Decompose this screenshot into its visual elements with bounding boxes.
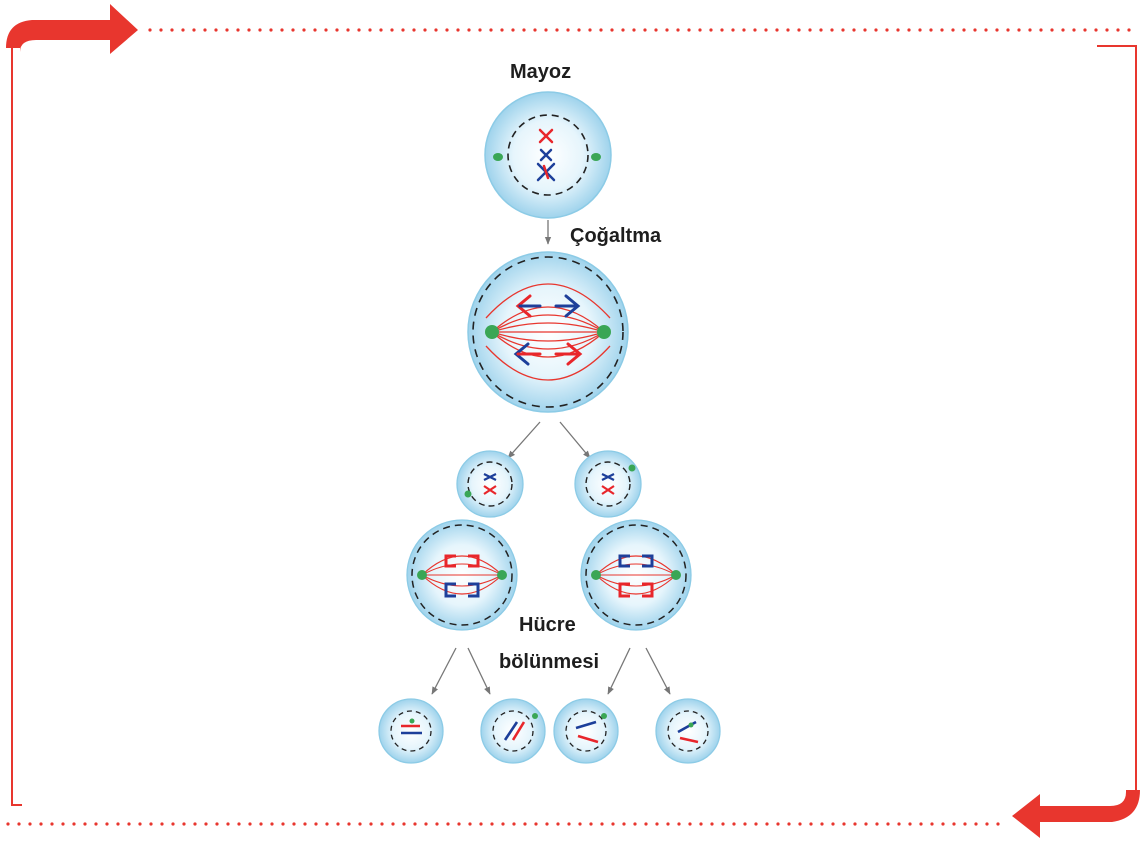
frame <box>6 4 1142 838</box>
gamete-4 <box>655 698 721 764</box>
metaphase-cell <box>467 251 629 413</box>
arrow-gamete-1 <box>431 647 457 695</box>
arrow-gamete-2 <box>467 647 491 695</box>
arrow-to-left-cell <box>507 421 541 459</box>
frame-arrow-left-icon <box>1012 790 1140 838</box>
chromosome-pair <box>536 128 556 182</box>
centrosome-left <box>493 153 503 161</box>
meiosis2-cell-left <box>406 519 518 631</box>
centrosome-right <box>591 153 601 161</box>
gamete-1 <box>378 698 444 764</box>
step-label-replication: Çoğaltma <box>570 225 662 247</box>
step-label-division-line2: bölünmesi <box>499 651 600 673</box>
diagram-title: Mayoz <box>510 61 572 83</box>
arrow-gamete-3 <box>607 647 631 695</box>
daughter-cell-left <box>456 450 524 518</box>
centrosome-left <box>485 325 499 339</box>
spindle-fibers <box>485 283 611 381</box>
frame-left-line <box>11 48 22 806</box>
frame-right-line <box>1097 45 1137 800</box>
frame-arrow-right-icon <box>6 4 138 54</box>
centrosome-right <box>597 325 611 339</box>
arrow-to-right-cell <box>559 421 591 459</box>
gamete-3 <box>553 698 619 764</box>
meiosis2-cell-right <box>580 519 692 631</box>
gamete-2 <box>480 698 546 764</box>
separating-chromosomes <box>513 294 583 366</box>
step-label-division-line1: Hücre <box>519 614 576 636</box>
arrow-gamete-4 <box>645 647 671 695</box>
daughter-cell-right <box>574 450 642 518</box>
parent-cell <box>484 91 612 219</box>
